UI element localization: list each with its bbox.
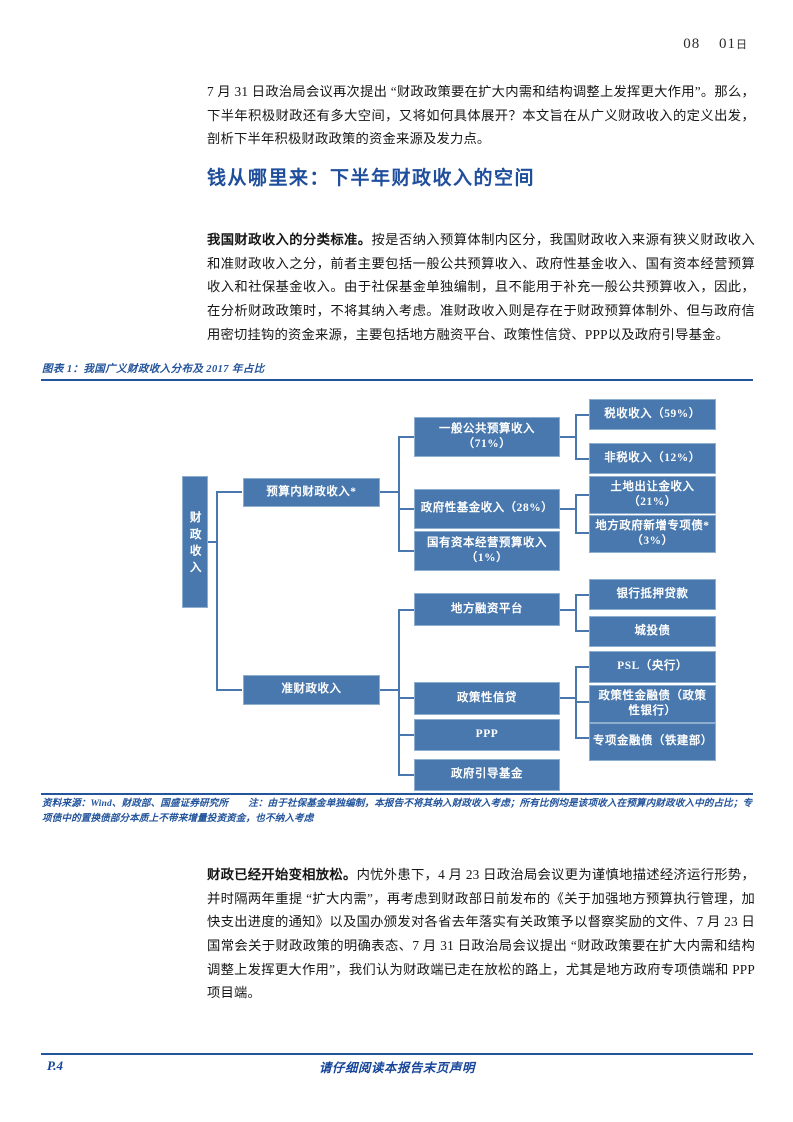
- node-general-public-budget[interactable]: 一般公共预算收入（71%）: [414, 417, 560, 457]
- classification-paragraph-block: 我国财政收入的分类标准。按是否纳入预算体制内区分，我国财政收入来源有狭义财政收入…: [207, 228, 755, 346]
- figure-top-rule: [41, 379, 753, 381]
- node-state-capital-budget[interactable]: 国有资本经营预算收入（1%）: [414, 531, 560, 571]
- page-header: 08 01日: [0, 36, 793, 64]
- section-heading: 钱从哪里来：下半年财政收入的空间: [207, 168, 536, 189]
- node-tax-revenue[interactable]: 税收收入（59%）: [589, 399, 716, 430]
- node-policy-financial-bond[interactable]: 政策性金融债（政策性银行）: [589, 685, 716, 723]
- node-quasi-fiscal-revenue[interactable]: 准财政收入: [243, 675, 380, 705]
- node-root-fiscal-revenue[interactable]: 财政收入: [182, 476, 208, 608]
- node-government-fund-revenue[interactable]: 政府性基金收入（28%）: [414, 489, 560, 529]
- node-non-tax-revenue[interactable]: 非税收入（12%）: [589, 443, 716, 474]
- node-psl[interactable]: PSL（央行）: [589, 651, 716, 683]
- node-special-financial-bond[interactable]: 专项金融债（铁建部）: [589, 723, 716, 761]
- figure-caption: 图表 1：我国广义财政收入分布及 2017 年占比: [42, 364, 265, 375]
- conclusion-paragraph: 财政已经开始变相放松。内忧外患下，4 月 23 日政治局会议更为谨慎地描述经济运…: [207, 863, 755, 1005]
- classification-rest: 按是否纳入预算体制内区分，我国财政收入来源有狭义财政收入和准财政收入之分，前者主…: [207, 232, 755, 342]
- intro-paragraph: 7 月 31 日政治局会议再次提出 “财政政策要在扩大内需和结构调整上发挥更大作…: [207, 84, 755, 147]
- node-budget-revenue[interactable]: 预算内财政收入*: [243, 478, 380, 507]
- figure-source: 资料来源：Wind、财政部、国盛证券研究所: [42, 798, 229, 809]
- footer-rule: [41, 1053, 753, 1055]
- fiscal-revenue-diagram: 财政收入 预算内财政收入* 准财政收入 一般公共预算收入（71%） 政府性基金收…: [41, 382, 753, 794]
- page-number: P.4: [47, 1058, 64, 1073]
- node-ppp[interactable]: PPP: [414, 719, 560, 751]
- intro-paragraph-block: 7 月 31 日政治局会议再次提出 “财政政策要在扩大内需和结构调整上发挥更大作…: [207, 80, 755, 151]
- classification-lead: 我国财政收入的分类标准。: [207, 232, 372, 247]
- footer-disclaimer: 请仔细阅读本报告末页声明: [319, 1061, 475, 1075]
- node-government-guidance-fund[interactable]: 政府引导基金: [414, 759, 560, 791]
- classification-paragraph: 我国财政收入的分类标准。按是否纳入预算体制内区分，我国财政收入来源有狭义财政收入…: [207, 228, 755, 346]
- node-local-financing-platform[interactable]: 地方融资平台: [414, 593, 560, 626]
- figure-source-note: 资料来源：Wind、财政部、国盛证券研究所注：由于社保基金单独编制，本报告不将其…: [42, 797, 756, 826]
- figure-note: 注：由于社保基金单独编制，本报告不将其纳入财政收入考虑；所有比例均是该项收入在预…: [42, 798, 753, 824]
- conclusion-lead: 财政已经开始变相放松。: [207, 867, 357, 882]
- header-day: 01: [719, 36, 736, 52]
- figure-bottom-rule: [41, 793, 753, 795]
- node-urban-investment-bond[interactable]: 城投债: [589, 616, 716, 647]
- node-bank-mortgage-loan[interactable]: 银行抵押贷款: [589, 579, 716, 610]
- node-policy-credit[interactable]: 政策性信贷: [414, 682, 560, 715]
- header-day-unit: 日: [736, 39, 748, 51]
- node-local-government-special-bond[interactable]: 地方政府新增专项债*（3%）: [589, 515, 716, 553]
- page-footer: P.4 请仔细阅读本报告末页声明: [41, 1058, 753, 1080]
- header-month: 08: [683, 36, 701, 52]
- node-land-transfer-income[interactable]: 土地出让金收入（21%）: [589, 476, 716, 514]
- conclusion-paragraph-block: 财政已经开始变相放松。内忧外患下，4 月 23 日政治局会议更为谨慎地描述经济运…: [207, 863, 755, 1005]
- conclusion-rest: 内忧外患下，4 月 23 日政治局会议更为谨慎地描述经济运行形势，并时隔两年重提…: [207, 867, 755, 1001]
